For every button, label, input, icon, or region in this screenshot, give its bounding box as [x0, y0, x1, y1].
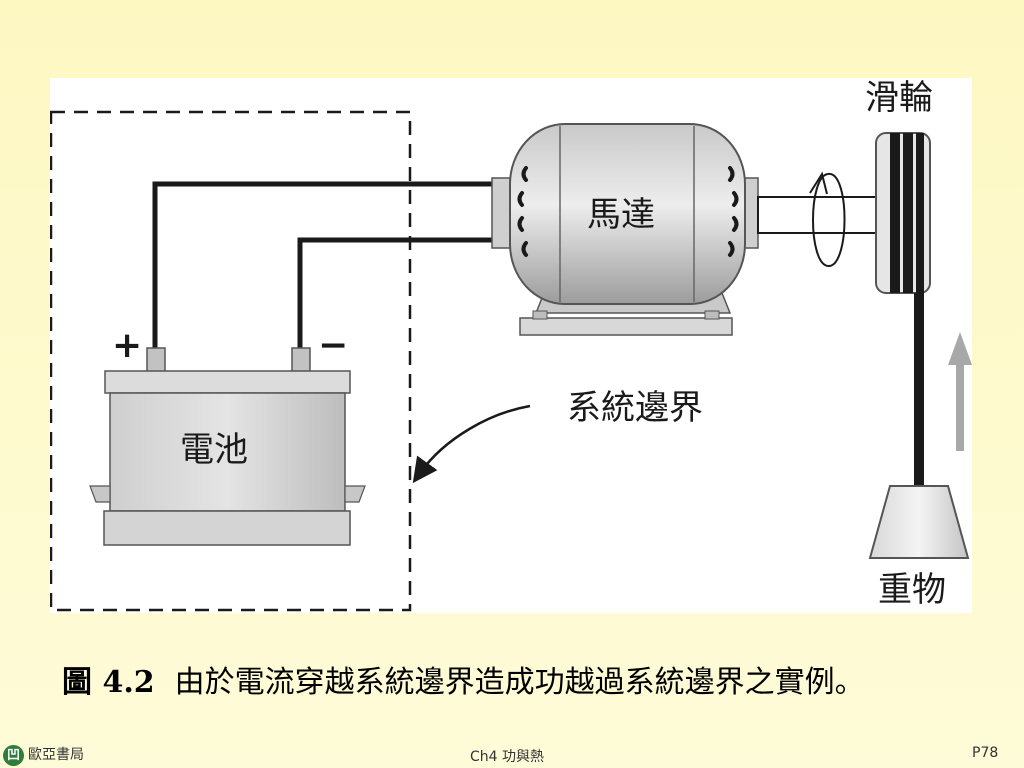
figure-caption: 圖 4.2 由於電流穿越系統邊界造成功越過系統邊界之實例。 — [62, 668, 865, 698]
motor — [491, 123, 759, 336]
pulley — [875, 132, 931, 294]
pulley-label: 滑輪 — [865, 78, 933, 118]
system-boundary-diagram — [50, 110, 972, 612]
publisher-logo-icon: 凹 — [3, 745, 24, 766]
publisher-name: 歐亞書局 — [28, 747, 84, 763]
system-boundary-box — [50, 110, 412, 612]
plus-terminal-label: + — [112, 325, 143, 366]
caption-text: 由於電流穿越系統邊界造成功越過系統邊界之實例。 — [174, 665, 865, 700]
motor-label: 馬達 — [587, 195, 655, 235]
boundary-pointer-arrow — [412, 404, 531, 484]
system-boundary-label: 系統邊界 — [567, 388, 703, 428]
page-number: P78 — [972, 745, 999, 761]
up-arrow-icon — [948, 332, 972, 451]
minus-terminal-label: − — [318, 325, 349, 366]
shaft — [757, 171, 879, 268]
chapter-title: Ch4 功與熱 — [470, 749, 545, 765]
figure-number: 圖 4.2 — [62, 665, 155, 700]
battery — [89, 347, 366, 546]
weight-label: 重物 — [878, 570, 946, 610]
weight-block — [868, 485, 970, 559]
battery-label: 電池 — [180, 430, 248, 470]
wires — [152, 181, 492, 350]
figure-panel: 滑輪 馬達 電池 系統邊界 重物 + − — [50, 78, 972, 613]
